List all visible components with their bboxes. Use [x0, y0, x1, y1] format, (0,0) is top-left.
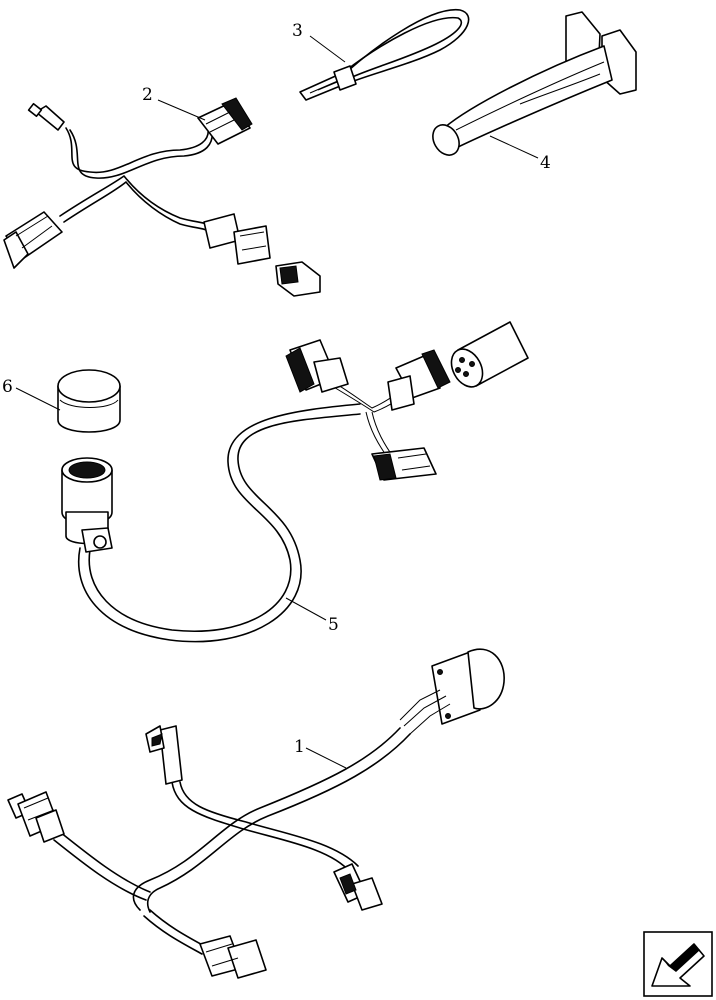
main-harness-part-1: [7, 648, 505, 979]
callout-1: 1: [294, 737, 305, 757]
callout-3: 3: [292, 21, 303, 41]
callout-4: 4: [540, 153, 551, 173]
jumper-harness-part-2: [3, 97, 321, 297]
callout-6: 6: [2, 377, 13, 397]
leader-lines: [15, 35, 539, 769]
dust-cap-part-6: [57, 369, 121, 433]
sleeve-part-4: [432, 11, 637, 156]
adapter-harness-part-5: [61, 321, 529, 643]
cable-tie-part-3: [299, 9, 470, 101]
callout-2: 2: [142, 85, 153, 105]
next-page-arrow-icon[interactable]: [643, 931, 713, 997]
callout-5: 5: [328, 615, 339, 635]
